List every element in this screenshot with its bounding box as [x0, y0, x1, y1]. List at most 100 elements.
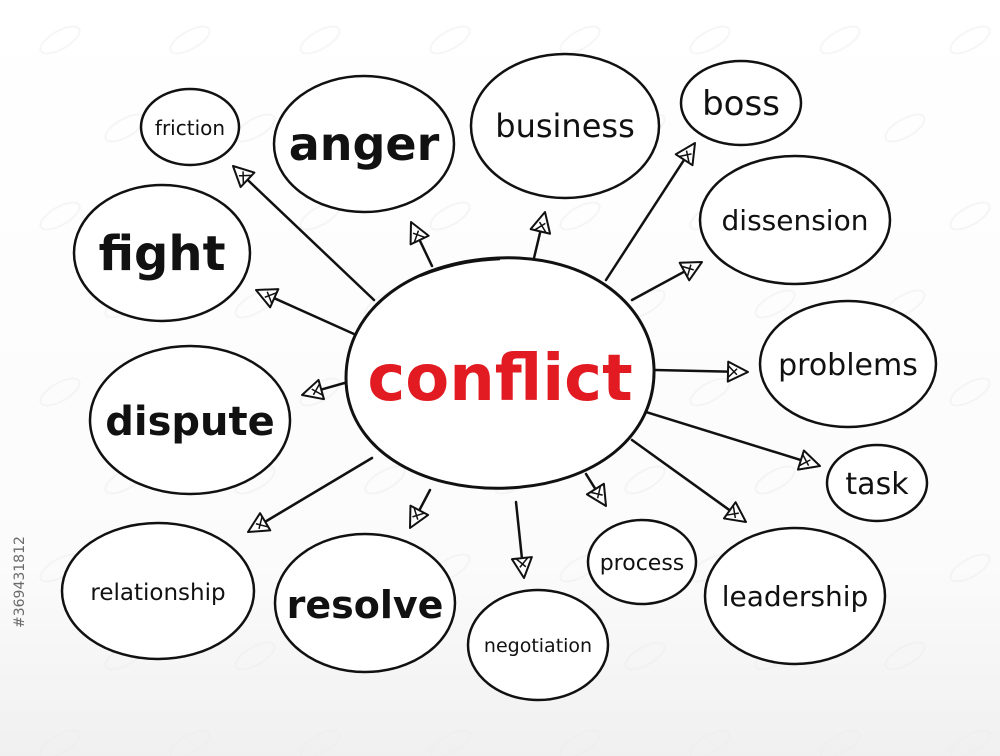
arrow-shaft: [532, 230, 542, 260]
arrow-head: [726, 360, 749, 383]
arrow-head-hatch: [681, 264, 694, 278]
arrow-anger: [409, 221, 434, 268]
arrow-shaft: [630, 270, 686, 302]
node-label: dispute: [105, 399, 275, 445]
watermark-mark: [169, 25, 211, 55]
arrow-shaft: [418, 488, 432, 512]
arrow-shaft: [319, 380, 350, 391]
arrow-shaft: [653, 368, 730, 373]
arrow-head: [674, 142, 696, 167]
node-relationship: relationship: [60, 521, 256, 661]
node-label: business: [495, 107, 634, 145]
arrow-shaft: [630, 438, 732, 512]
center-label: conflict: [367, 342, 632, 416]
arrow-head-hatch: [678, 150, 692, 164]
arrow-dispute: [301, 378, 350, 401]
arrow-shaft: [584, 472, 597, 491]
arrow-head-hatch: [238, 171, 252, 185]
arrow-head-hatch: [727, 365, 738, 379]
node-label: relationship: [90, 580, 225, 606]
arrow-problems: [653, 360, 749, 383]
arrow-head-hatch: [412, 230, 426, 243]
node-label: process: [600, 551, 685, 576]
watermark-mark: [429, 25, 471, 55]
arrow-friction: [232, 165, 376, 302]
arrow-boss: [604, 142, 696, 282]
arrow-head-hatch: [255, 516, 269, 530]
watermark-mark: [299, 729, 341, 756]
watermark-mark: [559, 201, 601, 231]
node-ellipse: [60, 521, 256, 661]
watermark-mark: [689, 729, 731, 756]
arrow-shaft: [263, 456, 374, 524]
stock-id-label: #369431812: [12, 536, 28, 628]
node-ellipse: [679, 59, 803, 147]
arrow-dissension: [630, 261, 703, 302]
watermark-mark: [234, 641, 276, 671]
arrow-head-hatch: [534, 221, 547, 234]
node-ellipse: [88, 344, 292, 496]
node-task: task: [825, 443, 929, 523]
node-fight: fight: [72, 183, 252, 323]
arrow-head: [585, 482, 607, 507]
watermark-mark: [364, 465, 406, 495]
arrow-business: [529, 211, 552, 260]
watermark-mark: [754, 465, 796, 495]
watermark-mark: [689, 25, 731, 55]
arrow-shaft: [272, 296, 356, 336]
arrow-head-hatch: [590, 485, 603, 499]
node-ellipse: [272, 74, 456, 214]
node-label: boss: [702, 84, 780, 124]
arrow-process: [584, 472, 607, 507]
node-label: resolve: [287, 583, 444, 627]
arrow-head-hatch: [412, 507, 425, 520]
arrow-shaft: [246, 178, 376, 302]
node-dissension: dissension: [698, 154, 892, 286]
node-ellipse: [469, 52, 661, 200]
node-dispute: dispute: [88, 344, 292, 496]
node-label: dissension: [722, 204, 869, 237]
watermark-mark: [429, 201, 471, 231]
watermark-mark: [559, 25, 601, 55]
node-ellipse: [698, 154, 892, 286]
node-resolve: resolve: [273, 532, 457, 674]
arrow-relationship: [247, 456, 374, 533]
arrow-head-hatch: [515, 557, 529, 568]
node-problems: problems: [758, 299, 938, 429]
node-label: friction: [155, 116, 225, 140]
node-business: business: [469, 52, 661, 200]
watermark-mark: [949, 553, 991, 583]
arrow-head-hatch: [798, 453, 811, 467]
watermark-mark: [624, 465, 666, 495]
watermark-mark: [949, 201, 991, 231]
watermark-mark: [754, 289, 796, 319]
arrow-head-hatch: [726, 505, 739, 519]
arrow-leadership: [630, 438, 747, 523]
arrow-head: [510, 556, 533, 579]
node-boss: boss: [679, 59, 803, 147]
node-ellipse: [466, 588, 610, 702]
node-ellipse: [703, 526, 887, 666]
node-label: fight: [98, 226, 225, 282]
watermark-mark: [39, 25, 81, 55]
arrow-shaft: [644, 410, 803, 462]
arrow-task: [644, 410, 821, 471]
watermark-mark: [39, 729, 81, 756]
node-leadership: leadership: [703, 526, 887, 666]
watermark-mark: [949, 377, 991, 407]
arrow-resolve: [409, 488, 432, 529]
watermark-mark: [429, 729, 471, 756]
node-ellipse: [825, 443, 929, 523]
arrow-head-hatch: [311, 383, 324, 396]
center-node: conflict: [344, 256, 656, 490]
arrow-negotiation: [510, 500, 533, 579]
watermark-mark: [884, 641, 926, 671]
watermark-mark: [884, 113, 926, 143]
node-negotiation: negotiation: [466, 588, 610, 702]
node-label: negotiation: [484, 635, 592, 657]
node-ellipse: [586, 518, 698, 606]
topic-nodes: friction anger business boss dissension …: [60, 52, 938, 702]
watermark-mark: [39, 377, 81, 407]
arrow-head: [247, 512, 272, 533]
center-ellipse-overdraw: [419, 257, 501, 278]
